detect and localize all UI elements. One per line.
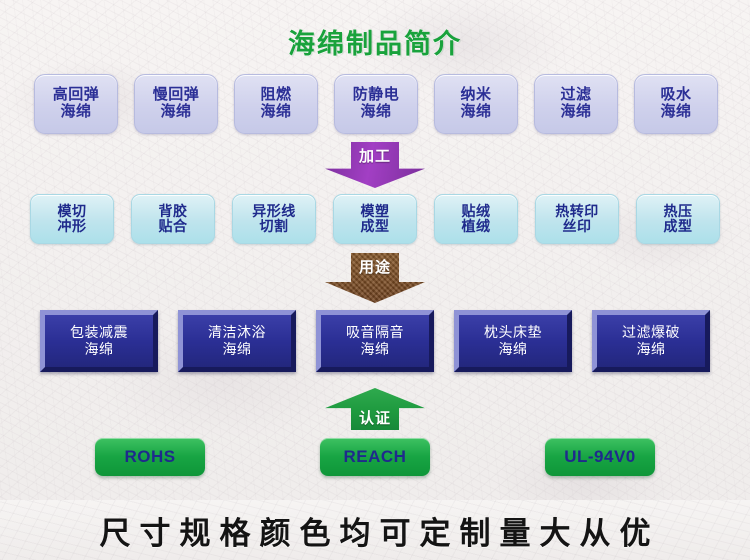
material-card-water-absorbent[interactable]: 吸水 海绵 [634, 74, 718, 134]
certification-badge-reach[interactable]: REACH [320, 438, 430, 476]
process-line-1: 模切 [57, 202, 87, 219]
material-line-2: 海绵 [460, 103, 492, 120]
material-card-slow-rebound[interactable]: 慢回弹 海绵 [134, 74, 218, 134]
application-card-text: 枕头床垫 海绵 [484, 324, 542, 358]
process-line-1: 异形线 [252, 202, 296, 219]
materials-row: 高回弹 海绵 慢回弹 海绵 阻燃 海绵 防静电 海绵 纳米 海绵 [34, 74, 718, 134]
material-line-2: 海绵 [260, 103, 292, 120]
material-line-1: 高回弹 [52, 86, 100, 104]
process-line-1: 背胶 [158, 202, 188, 219]
process-line-2: 成型 [663, 218, 693, 234]
process-card-profile-wire-cutting[interactable]: 异形线 切割 [232, 194, 316, 244]
application-card-text: 吸音隔音 海绵 [346, 324, 404, 358]
material-line-1: 阻燃 [260, 86, 292, 104]
process-line-2: 切割 [259, 218, 289, 234]
process-card-heat-transfer-screen-printing[interactable]: 热转印 丝印 [535, 194, 619, 244]
page-title: 海绵制品简介 [288, 29, 462, 59]
application-line-2: 海绵 [498, 341, 528, 357]
process-line-2: 丝印 [562, 218, 592, 234]
arrow-certification-label: 认证 [325, 388, 425, 430]
process-card-text: 背胶 贴合 [158, 202, 188, 235]
material-line-2: 海绵 [560, 103, 592, 120]
material-line-1: 防静电 [352, 86, 400, 104]
material-card-text: 过滤 海绵 [560, 86, 592, 121]
application-card-packaging-cushioning[interactable]: 包装减震 海绵 [40, 310, 158, 372]
material-line-1: 纳米 [460, 86, 492, 104]
process-line-1: 贴绒 [461, 202, 491, 219]
arrow-up-certification-icon: 认证 [325, 388, 425, 430]
certification-badge-ul94v0[interactable]: UL-94V0 [545, 438, 655, 476]
arrow-down-processing-icon: 加工 [325, 142, 425, 188]
material-card-flame-retardant[interactable]: 阻燃 海绵 [234, 74, 318, 134]
process-card-text: 模切 冲形 [57, 202, 87, 235]
process-card-die-cutting[interactable]: 模切 冲形 [30, 194, 114, 244]
applications-row: 包装减震 海绵 清洁沐浴 海绵 吸音隔音 海绵 枕头床垫 海绵 过滤爆破 [40, 310, 710, 372]
process-line-2: 冲形 [57, 218, 87, 234]
material-line-2: 海绵 [360, 103, 392, 120]
process-line-1: 热压 [663, 202, 693, 219]
process-card-text: 模塑 成型 [360, 202, 390, 235]
process-card-text: 热转印 丝印 [555, 202, 599, 235]
application-line-1: 清洁沐浴 [208, 324, 266, 341]
material-card-text: 吸水 海绵 [660, 86, 692, 121]
application-line-1: 枕头床垫 [484, 324, 542, 341]
material-card-text: 防静电 海绵 [352, 86, 400, 121]
application-card-cleaning-bath[interactable]: 清洁沐浴 海绵 [178, 310, 296, 372]
material-card-text: 慢回弹 海绵 [152, 86, 200, 121]
material-card-filter[interactable]: 过滤 海绵 [534, 74, 618, 134]
process-line-2: 贴合 [158, 218, 188, 234]
material-line-1: 慢回弹 [152, 86, 200, 104]
process-card-adhesive-lamination[interactable]: 背胶 贴合 [131, 194, 215, 244]
application-line-1: 吸音隔音 [346, 324, 404, 341]
application-card-text: 包装减震 海绵 [70, 324, 128, 358]
material-card-antistatic[interactable]: 防静电 海绵 [334, 74, 418, 134]
process-card-flocking[interactable]: 贴绒 植绒 [434, 194, 518, 244]
process-line-2: 植绒 [461, 218, 491, 234]
process-card-text: 异形线 切割 [252, 202, 296, 235]
arrow-processing-label: 加工 [325, 142, 425, 188]
application-line-1: 过滤爆破 [622, 324, 680, 341]
arrow-down-uses-icon: 用途 [325, 253, 425, 303]
material-card-nano[interactable]: 纳米 海绵 [434, 74, 518, 134]
process-card-hot-press-forming[interactable]: 热压 成型 [636, 194, 720, 244]
application-card-text: 过滤爆破 海绵 [622, 324, 680, 358]
process-line-1: 模塑 [360, 202, 390, 219]
application-card-filter-blasting[interactable]: 过滤爆破 海绵 [592, 310, 710, 372]
application-line-2: 海绵 [84, 341, 114, 357]
material-line-1: 过滤 [560, 86, 592, 104]
material-line-2: 海绵 [660, 103, 692, 120]
application-card-text: 清洁沐浴 海绵 [208, 324, 266, 358]
processes-row: 模切 冲形 背胶 贴合 异形线 切割 模塑 成型 贴绒 植绒 [30, 194, 720, 244]
bottom-banner: 尺寸规格颜色均可定制量大从优 [0, 500, 750, 560]
material-line-2: 海绵 [60, 103, 92, 120]
material-card-text: 阻燃 海绵 [260, 86, 292, 121]
process-card-text: 热压 成型 [663, 202, 693, 235]
process-line-2: 成型 [360, 218, 390, 234]
material-card-text: 纳米 海绵 [460, 86, 492, 121]
process-line-1: 热转印 [555, 202, 599, 219]
process-card-molding[interactable]: 模塑 成型 [333, 194, 417, 244]
certification-badge-rohs[interactable]: ROHS [95, 438, 205, 476]
process-card-text: 贴绒 植绒 [461, 202, 491, 235]
material-card-text: 高回弹 海绵 [52, 86, 100, 121]
certifications-row: ROHS REACH UL-94V0 [95, 438, 655, 476]
application-line-2: 海绵 [222, 341, 252, 357]
material-card-high-resilience[interactable]: 高回弹 海绵 [34, 74, 118, 134]
application-line-2: 海绵 [360, 341, 390, 357]
application-card-sound-absorbing[interactable]: 吸音隔音 海绵 [316, 310, 434, 372]
application-line-2: 海绵 [636, 341, 666, 357]
bottom-banner-text: 尺寸规格颜色均可定制量大从优 [99, 515, 660, 551]
material-line-2: 海绵 [160, 103, 192, 120]
application-card-pillow-mattress[interactable]: 枕头床垫 海绵 [454, 310, 572, 372]
arrow-uses-label: 用途 [325, 253, 425, 303]
application-line-1: 包装减震 [70, 324, 128, 341]
material-line-1: 吸水 [660, 86, 692, 104]
